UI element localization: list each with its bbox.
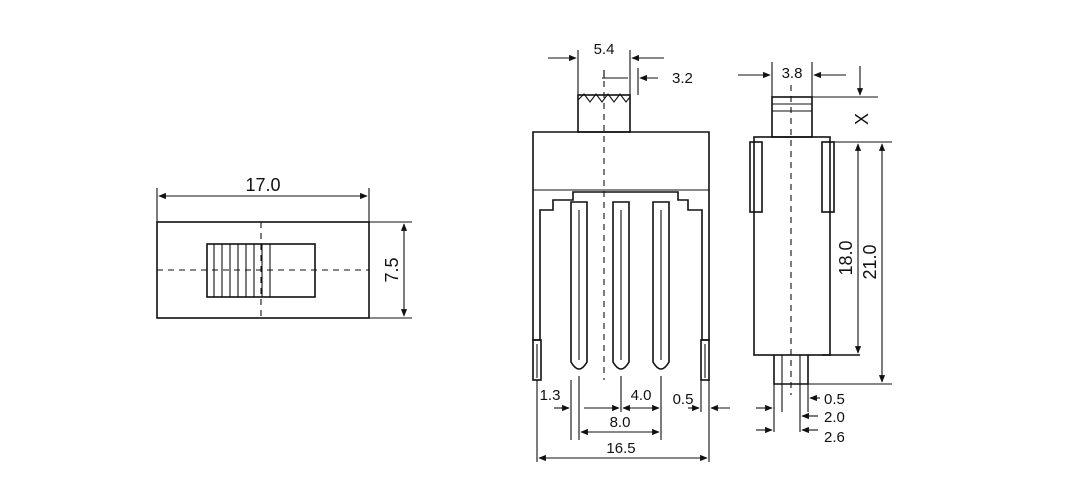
- front-pin-pitch-label: 4.0: [631, 387, 652, 404]
- front-pin-center: [612, 201, 630, 370]
- side-view: 3.8 X 18.0 21.0 0.5 2.0 2.6: [738, 62, 892, 446]
- front-actuator-width-label: 5.4: [594, 41, 615, 58]
- front-actuator-offset-label: 3.2: [672, 70, 693, 87]
- front-pin-edge-label: 1.3: [540, 387, 561, 404]
- side-actuator-travel-label: X: [852, 113, 872, 125]
- front-pin-span-label: 8.0: [610, 414, 631, 431]
- front-right-leg: [700, 339, 710, 381]
- top-width-label: 17.0: [245, 175, 280, 195]
- front-view: 5.4 3.2 1.3 4.0 0.5 8.0 16.5: [532, 41, 730, 462]
- front-pin-width-label: 0.5: [673, 391, 694, 408]
- side-body-height-label: 18.0: [836, 240, 856, 275]
- side-overall-height-label: 21.0: [860, 244, 880, 279]
- side-actuator-width-label: 3.8: [782, 65, 803, 82]
- side-actuator: [771, 96, 813, 138]
- side-pin-thickness-label: 0.5: [824, 391, 845, 408]
- front-pin-right: [652, 201, 670, 370]
- front-actuator-ridges: [577, 93, 631, 103]
- front-pin-left: [570, 201, 588, 370]
- side-pin-gap-label: 2.0: [824, 409, 845, 426]
- front-overall-width-label: 16.5: [606, 440, 635, 457]
- top-view: 17.0 7.5: [156, 175, 412, 319]
- side-right-tab: [821, 141, 835, 213]
- side-body: [753, 136, 831, 356]
- side-pins: [773, 355, 809, 385]
- side-pin-outer-label: 2.6: [824, 429, 845, 446]
- top-height-label: 7.5: [382, 257, 402, 282]
- side-left-tab: [749, 141, 763, 213]
